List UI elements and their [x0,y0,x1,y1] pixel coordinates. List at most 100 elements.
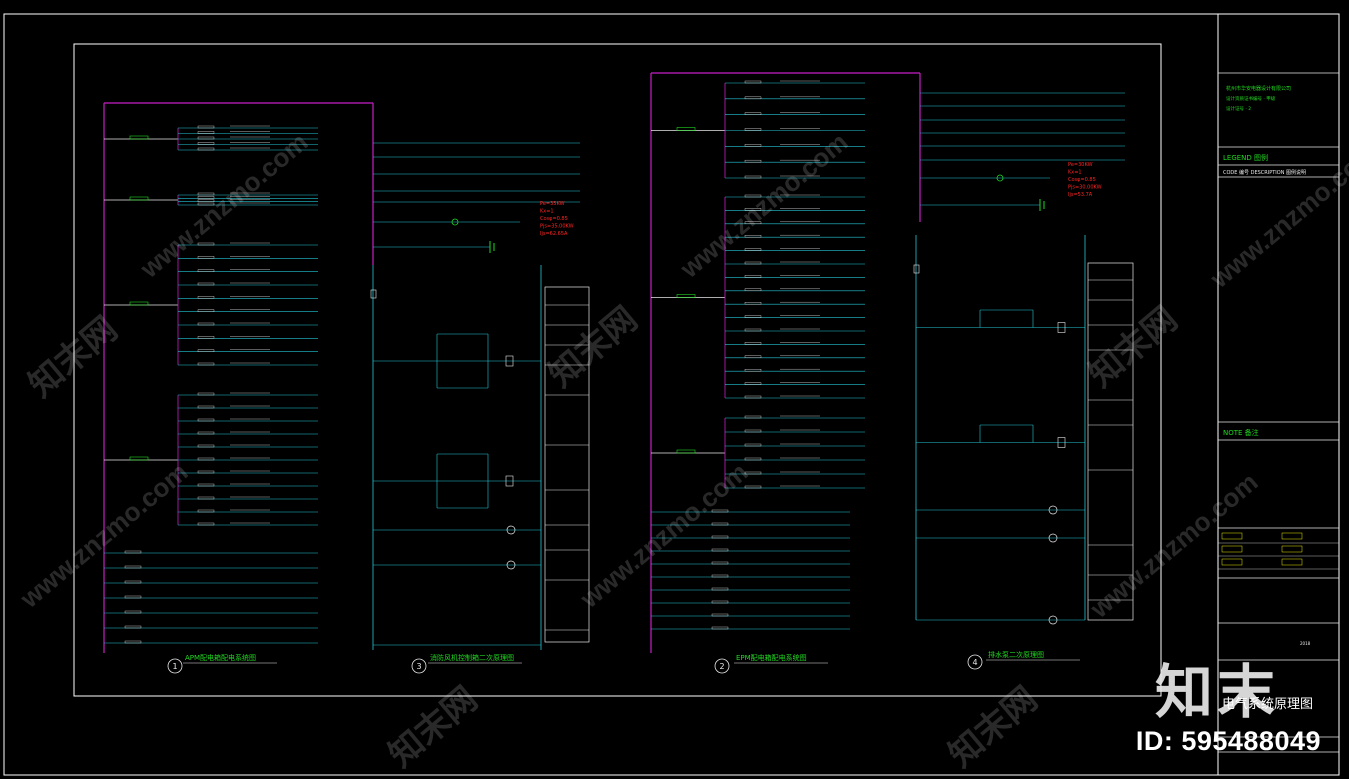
breaker [744,96,762,100]
breaker [197,418,215,422]
breaker [711,561,729,565]
breaker [197,136,215,140]
breaker [711,613,729,617]
section-title: APM配电箱配电系统图 [185,653,256,662]
legend-heading: LEGEND 图例 [1223,153,1268,162]
drawing-title: 电气系统原理图 [1222,697,1314,712]
breaker [197,196,215,199]
breaker [197,282,215,286]
company-cert: 设计资质证书编号 · 甲级 [1226,95,1276,102]
breaker [744,248,762,251]
breaker [711,509,729,513]
breaker [124,625,142,629]
breaker [744,457,762,461]
indicator-lamp [1048,615,1058,625]
breaker [744,382,762,385]
breaker [676,127,696,131]
breaker [124,550,142,554]
breaker [744,144,762,147]
fuse [913,264,920,274]
breaker [124,610,142,614]
image-id-label: ID: 595488049 [1135,726,1321,756]
breaker [744,355,762,358]
breaker [197,470,215,474]
meter [996,174,1004,182]
load-calc-line: Ijs=62.65A [540,231,568,237]
indicator-lamp [506,560,516,570]
section-number: 3 [417,662,422,671]
note-heading: NOTE 备注 [1223,428,1259,437]
breaker [711,574,729,578]
breaker [711,548,729,552]
breaker [676,449,696,454]
breaker [197,256,215,259]
coil [1057,437,1066,448]
fuse [370,289,377,299]
company-name: 杭州市华安电器设计有限公司 [1226,85,1291,92]
breaker [744,395,762,399]
breaker [676,294,696,298]
breaker [744,328,762,332]
section-number: 4 [973,658,978,667]
breaker [197,296,215,299]
breaker [744,128,762,131]
breaker [197,483,215,487]
breaker [744,221,762,225]
function-table [544,286,590,643]
breaker [197,509,215,513]
breaker [197,496,215,500]
load-calc-line: Cosφ=0.85 [1068,177,1096,183]
breaker [744,234,762,238]
breaker [744,275,762,278]
breaker [744,443,762,447]
breaker [197,322,215,326]
indicator-lamp [1048,505,1058,515]
signature-field [1281,545,1303,553]
signature-field [1221,545,1243,553]
load-calc-line: Pe=35KW [540,201,565,207]
breaker [744,208,762,211]
brand-logo: 知末 [1155,660,1280,725]
load-calc-line: Ijs=53.7A [1068,192,1093,198]
breaker [744,415,762,419]
section-title: 排水泵二次原理图 [988,650,1044,659]
indicator-lamp [506,525,516,535]
function-table [1087,262,1134,621]
breaker [744,369,762,372]
breaker [711,587,729,591]
load-calc-line: Kx=1 [540,209,554,215]
breaker [744,112,762,115]
breaker [744,194,762,198]
indicator-lamp [1048,533,1058,543]
breaker [129,135,149,140]
breaker [197,202,215,206]
breaker [197,522,215,526]
breaker [197,125,215,129]
signature-field [1221,558,1243,566]
breaker [124,580,142,584]
coil [1057,322,1066,333]
breaker [197,199,215,202]
section-number: 1 [173,662,178,671]
section-title: EPM配电箱配电系统图 [736,653,807,662]
breaker [197,147,215,151]
legend-columns: CODE 编号 DESCRIPTION 图例说明 [1223,169,1306,176]
breaker [744,471,762,475]
breaker [744,175,762,179]
section-number-circle [967,654,983,670]
breaker [744,429,762,433]
section-number-circle [714,658,730,674]
breaker [197,392,215,396]
breaker [124,640,142,644]
drawing-number: 2018 [1300,641,1311,646]
breaker [129,196,149,201]
section-number-circle [167,658,183,674]
breaker [711,535,729,539]
coil [505,355,514,367]
breaker [197,131,215,134]
breaker [124,595,142,599]
breaker [129,456,149,461]
signature-field [1281,532,1303,540]
